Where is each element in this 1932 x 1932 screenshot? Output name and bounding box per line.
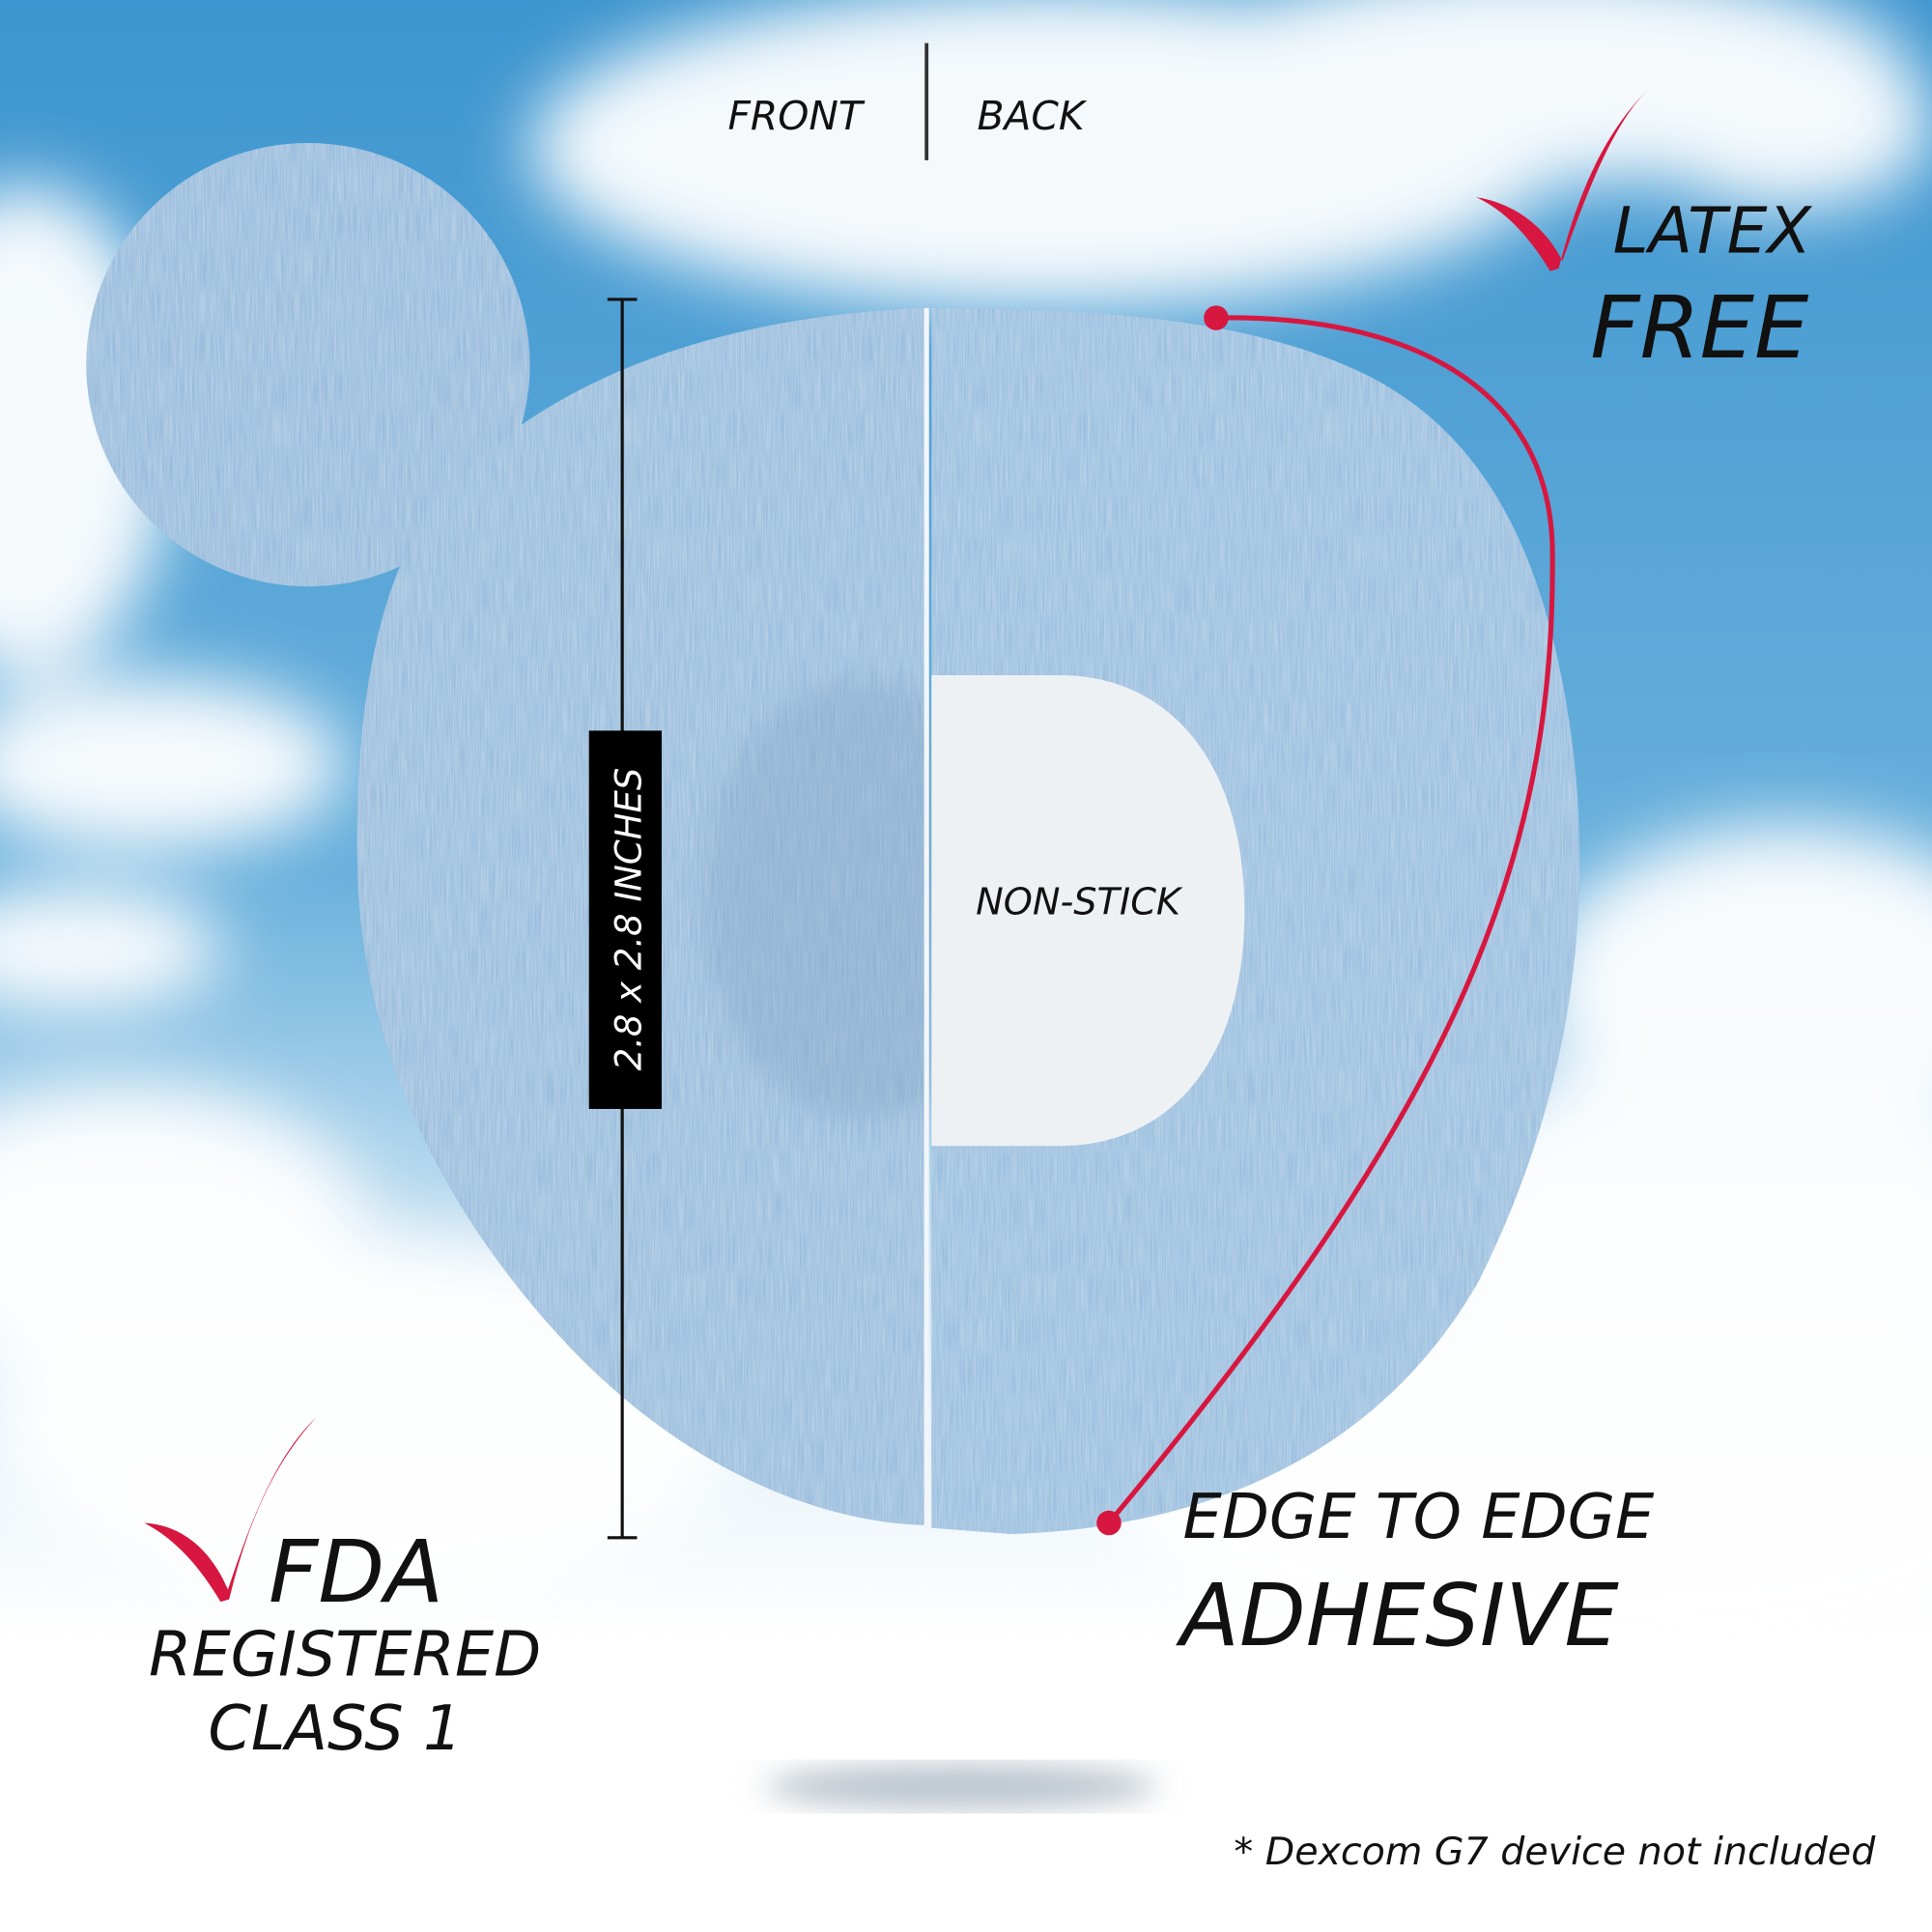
back-label: BACK: [977, 93, 1087, 139]
non-stick-label: NON-STICK: [976, 880, 1183, 923]
dimension-label-box: [588, 730, 662, 1109]
patch-shadow: [763, 1764, 1158, 1809]
front-label: FRONT: [727, 93, 865, 139]
checkmark-icon: [144, 1416, 317, 1603]
free-label: FREE: [1590, 278, 1809, 379]
registered-label: REGISTERED: [149, 1620, 541, 1691]
footnote: * Dexcom G7 device not included: [1234, 1830, 1876, 1874]
checkmark-icon: [1476, 88, 1649, 271]
adhesive-label: ADHESIVE: [1176, 1566, 1619, 1666]
class-label: CLASS 1: [208, 1693, 462, 1765]
latex-label: LATEX: [1613, 192, 1813, 268]
edge-callout: [1096, 305, 1555, 1536]
fda-label: FDA: [269, 1522, 443, 1623]
texture-closeup: [86, 142, 530, 587]
edge-to-edge-label: EDGE TO EDGE: [1182, 1482, 1655, 1553]
dimension-label: 2.8 x 2.8 INCHES: [608, 768, 649, 1071]
non-stick-area: [931, 674, 1245, 1147]
